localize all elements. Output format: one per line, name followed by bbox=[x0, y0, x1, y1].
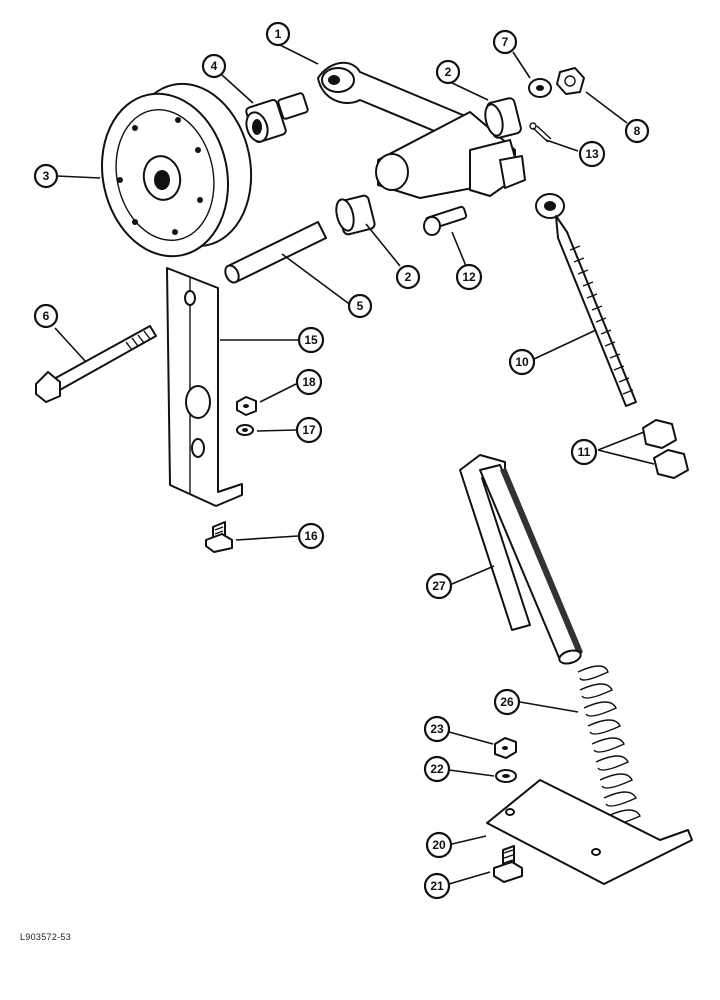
leader-line bbox=[597, 449, 655, 465]
callout-label: 12 bbox=[462, 270, 476, 284]
lock-washer-lower-part bbox=[495, 769, 517, 783]
callout-label: 21 bbox=[430, 879, 444, 893]
callout-7: 7 bbox=[492, 29, 518, 55]
callout-label: 20 bbox=[432, 838, 446, 852]
callout-label: 16 bbox=[304, 529, 318, 543]
leader-line bbox=[281, 253, 353, 307]
rod-with-plate-part bbox=[459, 454, 583, 665]
callout-label: 2 bbox=[405, 270, 412, 284]
callout-18: 18 bbox=[295, 368, 323, 396]
leader-line bbox=[449, 81, 489, 101]
cotter-pin-part bbox=[529, 122, 552, 143]
shaft-part bbox=[224, 221, 327, 284]
callout-2-upper: 2 bbox=[435, 59, 461, 85]
callout-label: 13 bbox=[585, 147, 599, 161]
base-plate-part bbox=[486, 779, 693, 885]
stepped-bushing-part bbox=[245, 92, 309, 144]
callout-22: 22 bbox=[423, 755, 451, 783]
callout-label: 18 bbox=[302, 375, 316, 389]
callout-21: 21 bbox=[423, 872, 451, 900]
threaded-rod-part bbox=[535, 193, 637, 407]
callout-label: 22 bbox=[430, 762, 444, 776]
leader-line bbox=[256, 429, 297, 432]
bushing-upper-part bbox=[484, 97, 522, 139]
callout-label: 26 bbox=[500, 695, 514, 709]
nut-lower-part bbox=[494, 737, 517, 759]
callout-16: 16 bbox=[297, 522, 325, 550]
callout-15: 15 bbox=[297, 326, 325, 354]
callout-11: 11 bbox=[570, 438, 598, 466]
lock-washer-small-part bbox=[236, 424, 254, 436]
callout-label: 15 bbox=[304, 333, 318, 347]
callout-label: 4 bbox=[211, 59, 218, 73]
callout-1: 1 bbox=[265, 21, 291, 47]
bracket-part bbox=[166, 267, 243, 507]
callout-26: 26 bbox=[493, 688, 521, 716]
leader-line bbox=[451, 565, 495, 585]
washer-part bbox=[528, 78, 552, 98]
bushing-lower-part bbox=[335, 194, 376, 236]
leader-line bbox=[533, 329, 597, 360]
leader-line bbox=[56, 175, 101, 179]
callout-label: 17 bbox=[302, 423, 316, 437]
callout-label: 23 bbox=[430, 722, 444, 736]
callout-label: 7 bbox=[502, 35, 509, 49]
callout-10: 10 bbox=[508, 348, 536, 376]
leader-line bbox=[585, 91, 628, 124]
nut-small-part bbox=[236, 396, 257, 416]
callout-17: 17 bbox=[295, 416, 323, 444]
leader-line bbox=[451, 835, 487, 845]
leader-lines bbox=[54, 43, 655, 885]
leader-line bbox=[448, 731, 494, 745]
figure-reference-code: L903572-53 bbox=[20, 932, 72, 942]
callout-label: 1 bbox=[275, 27, 282, 41]
nut-part bbox=[556, 67, 585, 95]
leader-line bbox=[277, 43, 319, 65]
leader-line bbox=[235, 535, 299, 541]
callout-20: 20 bbox=[425, 831, 453, 859]
leader-line bbox=[54, 327, 87, 363]
callout-label: 6 bbox=[43, 309, 50, 323]
callout-label: 11 bbox=[578, 445, 591, 459]
callout-13: 13 bbox=[578, 140, 606, 168]
leader-line bbox=[221, 74, 254, 104]
leader-line bbox=[448, 769, 495, 777]
leader-line bbox=[365, 223, 401, 267]
leader-line bbox=[512, 51, 531, 79]
callout-5: 5 bbox=[347, 293, 373, 319]
callout-label: 5 bbox=[357, 299, 364, 313]
callout-label: 27 bbox=[432, 579, 446, 593]
idler-arm-part bbox=[317, 62, 526, 199]
leader-line bbox=[519, 701, 579, 713]
callout-label: 10 bbox=[515, 355, 529, 369]
callout-6: 6 bbox=[33, 303, 59, 329]
hex-nuts-part bbox=[642, 419, 689, 479]
cap-screw-lower-part bbox=[493, 845, 523, 883]
pulley-part bbox=[101, 82, 253, 258]
callout-23: 23 bbox=[423, 715, 451, 743]
cap-screw-small-part bbox=[205, 521, 233, 553]
callout-4: 4 bbox=[201, 53, 227, 79]
bolt-part bbox=[35, 325, 157, 403]
leader-line bbox=[448, 871, 491, 885]
leader-line bbox=[259, 383, 297, 403]
clevis-pin-part bbox=[423, 205, 468, 236]
callout-label: 3 bbox=[43, 169, 50, 183]
callout-12: 12 bbox=[455, 263, 483, 291]
leader-line bbox=[597, 431, 645, 451]
callout-label: 8 bbox=[634, 124, 641, 138]
callouts: 1 2 2 3 4 5 6 7 bbox=[33, 21, 650, 900]
leader-line bbox=[545, 139, 579, 152]
callout-8: 8 bbox=[624, 118, 650, 144]
callout-2-lower: 2 bbox=[395, 264, 421, 290]
leader-line bbox=[451, 231, 467, 267]
callout-3: 3 bbox=[33, 163, 59, 189]
callout-27: 27 bbox=[425, 572, 453, 600]
callout-label: 2 bbox=[445, 65, 452, 79]
